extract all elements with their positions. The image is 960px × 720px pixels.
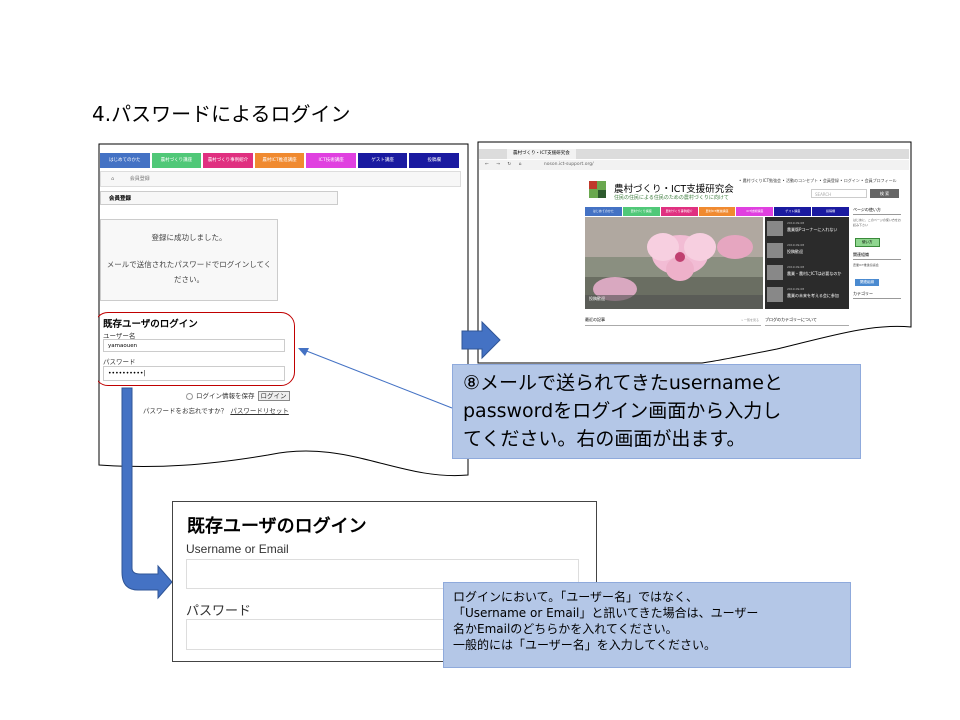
browser-tab[interactable]: 農村づくり・ICT支援研究会 [507,149,576,159]
site-top-links[interactable]: • 農村づくりICT勉強会 • 活動のコンセプト • 会員登録 • ログイン •… [739,178,897,183]
right-sidebar: ページの使い方 はじめに、このページの使い方をお読み下さい 使い方 関連組織 農… [853,207,901,302]
note-box: ログインにおいて。「ユーザー名」ではなく、 「Username or Email… [443,582,851,668]
login-title: 既存ユーザのログイン [103,319,198,330]
site-search-button[interactable]: 検 索 [870,189,899,198]
site-logo-icon [589,181,606,198]
forgot-text: パスワードをお忘れですか？ [143,407,228,415]
article-thumbnail [767,265,783,280]
site-title: 農村づくり・ICT支援研究会 [614,184,734,195]
instruction-callout: ⑧メールで送られてきたusernameと passwordをログイン画面から入力… [452,364,861,459]
password-label: パスワード [103,358,136,366]
zoom-login-title: 既存ユーザのログイン [187,516,367,537]
recent-articles-header: 最近の記事 » 一覧を見る [585,315,761,326]
right-arrow-icon [461,320,501,360]
remember-label: ログイン情報を保存 [196,392,255,400]
widget-title: カテゴリー [853,291,901,299]
hero-caption: 投稿歓迎 [589,296,605,301]
related-org-button[interactable]: 関連組織 [855,279,879,286]
callout-line: passwordをログイン画面から入力し [463,400,782,422]
note-line: 一般的には「ユーザー名」を入力してください。 [453,638,717,652]
article-meta: 2019.09.08 [787,265,805,269]
article-meta: 2019.09.08 [787,287,805,291]
left-nav-item-1[interactable]: 農村づくり講座 [151,153,202,168]
note-line: ログインにおいて。「ユーザー名」ではなく、 [453,590,699,604]
browser-nav-icons[interactable]: ← → ↻ ⌂ [485,162,525,167]
site-nav-item-1[interactable]: 農村づくり講座 [622,207,660,216]
article-title: 農業版Pコーナーに入れない [787,227,838,232]
article-meta: 2019.09.08 [787,243,805,247]
zoom-username-label: Username or Email [186,542,289,556]
site-nav-item-6[interactable]: 投稿欄 [812,207,850,216]
article-thumbnail [767,221,783,236]
widget-text: 農業ICT推進協議会 [853,263,879,267]
pointer-line [303,349,453,409]
remember-checkbox[interactable] [186,392,193,400]
article-title: 農業の未来を考える会に参加 [787,293,839,298]
side-article-item[interactable]: 2019.09.08 農業・農村にICTは必要なのか [767,263,847,283]
password-reset-link[interactable]: パスワードリセット [230,407,289,415]
zoom-username-input[interactable] [186,559,579,589]
member-header: 会員登録 [100,191,338,205]
breadcrumb-current: 会員登録 [129,176,150,182]
remember-row: ログイン情報を保存ログイン [186,390,290,401]
left-nav-item-5[interactable]: ゲスト講座 [357,153,408,168]
site-nav-item-5[interactable]: ゲスト講座 [774,207,812,216]
side-article-item[interactable]: 2019.09.08 農業版Pコーナーに入れない [767,219,847,239]
left-nav-item-3[interactable]: 農村ICT推進講座 [254,153,305,168]
site-search-input[interactable]: SEARCH [811,189,867,198]
elbow-arrow-icon [121,387,173,600]
note-line: 「Username or Email」と訊いてきた場合は、ユーザー [453,606,759,620]
login-button[interactable]: ログイン [257,391,290,401]
left-nav-item-6[interactable]: 投稿欄 [409,153,460,168]
callout-line: てください。右の画面が出ます。 [463,428,746,450]
side-article-item[interactable]: 2019.09.08 投稿歓迎 [767,241,847,261]
slide-title: 4.パスワードによるログイン [92,102,351,126]
right-screenshot: 農村づくり・ICT支援研究会 ← → ↻ ⌂ noson.ict-support… [477,141,913,366]
see-all-link[interactable]: » 一覧を見る [741,318,759,322]
pointer-arrowhead-icon [298,348,309,356]
browser-tab-bar: 農村づくり・ICT支援研究会 [479,149,909,159]
left-nav-item-4[interactable]: ICT技術講座 [306,153,356,168]
widget-title: 関連組織 [853,252,901,260]
site-nav-bar: はじめてのかた 農村づくり講座 農村づくり事例紹介 農村ICT推進講座 ICT技… [585,207,850,216]
zoom-password-label: パスワード [186,604,252,619]
recent-articles-title: 最近の記事 [585,317,605,322]
site-nav-item-4[interactable]: ICT技術講座 [736,207,774,216]
article-thumbnail [767,243,783,258]
site-nav-item-0[interactable]: はじめてのかた [585,207,622,216]
address-url[interactable]: noson.ict-support.org/ [543,162,594,167]
browser-address-bar: ← → ↻ ⌂ noson.ict-support.org/ [479,160,909,170]
username-label: ユーザー名 [103,332,136,340]
article-meta: 2019.09.08 [787,221,805,225]
left-screenshot: はじめてのかた 農村づくり講座 農村づくり事例紹介 農村ICT推進講座 ICT技… [98,143,470,488]
site-nav-item-3[interactable]: 農村ICT推進講座 [698,207,736,216]
success-message-box: 登録に成功しました。 メールで送信されたパスワードでログインしてください。 [100,219,278,301]
left-nav-bar: はじめてのかた 農村づくり講座 農村づくり事例紹介 農村ICT推進講座 ICT技… [100,153,460,168]
side-article-item[interactable]: 2019.09.08 農業の未来を考える会に参加 [767,285,847,305]
forgot-row: パスワードをお忘れですか？パスワードリセット [143,405,289,415]
side-article-list: 2019.09.08 農業版Pコーナーに入れない 2019.09.08 投稿歓迎… [765,217,849,309]
left-nav-item-0[interactable]: はじめてのかた [100,153,150,168]
success-line-2: メールで送信されたパスワードでログインしてください。 [106,260,272,284]
callout-line: ⑧メールで送られてきたusernameと [463,372,783,394]
note-line: 名かEmailのどちらかを入れてください。 [453,622,678,636]
username-input[interactable]: yamaouen [103,339,285,352]
widget-text: はじめに、このページの使い方をお読み下さい [853,218,901,227]
hero-flower-image[interactable] [585,217,763,309]
success-line-1: 登録に成功しました。 [151,233,227,242]
login-highlight-ellipse [98,312,295,386]
article-thumbnail [767,287,783,302]
category-header: ブログのカテゴリーについて [765,315,849,326]
widget-title: ページの使い方 [853,207,901,215]
home-icon[interactable]: ⌂ [111,176,115,182]
site-subtitle: 住民の住民による住民のための農村づくりに向けて [614,195,729,201]
article-title: 投稿歓迎 [787,249,803,254]
site-nav-item-2[interactable]: 農村づくり事例紹介 [660,207,698,216]
left-nav-item-2[interactable]: 農村づくり事例紹介 [203,153,253,168]
breadcrumb: ⌂ 会員登録 [100,171,461,187]
usage-button[interactable]: 使い方 [855,238,880,247]
article-title: 農業・農村にICTは必要なのか [787,271,842,276]
